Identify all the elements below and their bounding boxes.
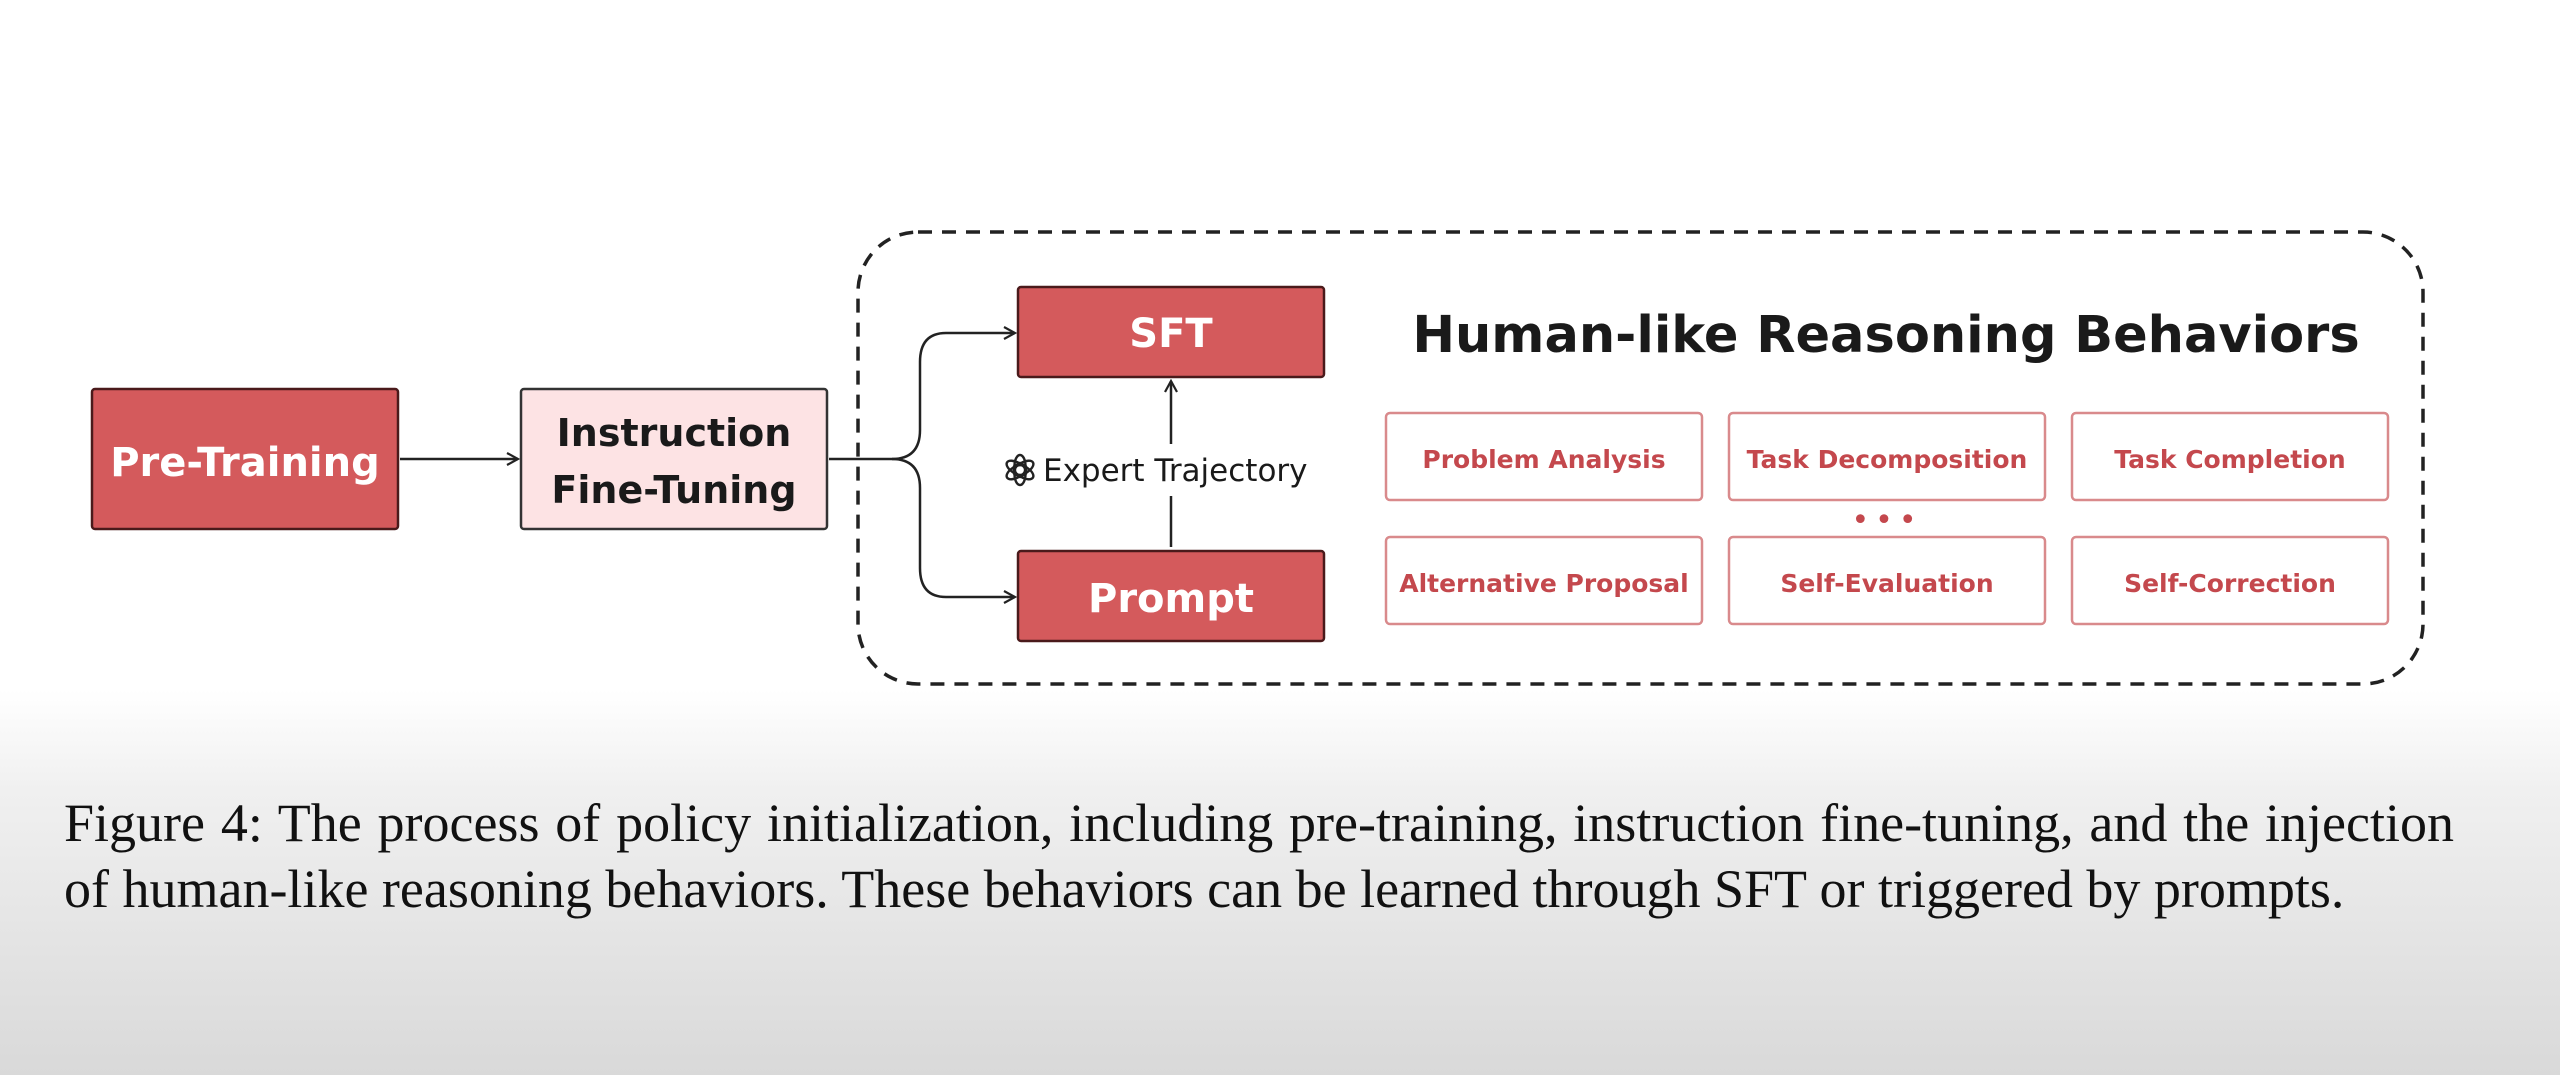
behavior-item-task-completion: Task Completion [2070, 411, 2390, 502]
instruction-label-line1: Instruction [557, 411, 792, 455]
behavior-label: Self-Correction [2124, 569, 2336, 598]
sft-label: SFT [1129, 311, 1213, 357]
pretraining-node: Pre-Training [90, 387, 400, 531]
behavior-item-self-correction: Self-Correction [2070, 535, 2390, 626]
behavior-item-task-decomposition: Task Decomposition [1727, 411, 2047, 502]
instruction-finetuning-node: Instruction Fine-Tuning [519, 387, 829, 531]
reasoning-panel-title: Human-like Reasoning Behaviors [1412, 306, 2359, 365]
behavior-label: Problem Analysis [1422, 445, 1665, 474]
behavior-item-alternative-proposal: Alternative Proposal [1384, 535, 1704, 626]
instruction-label-line2: Fine-Tuning [551, 468, 796, 512]
behavior-label: Alternative Proposal [1399, 569, 1689, 598]
sft-node: SFT [1016, 285, 1326, 379]
behavior-item-self-evaluation: Self-Evaluation [1727, 535, 2047, 626]
pretraining-label: Pre-Training [110, 440, 380, 486]
arrow-ift-to-prompt [891, 457, 1015, 597]
prompt-label: Prompt [1088, 576, 1254, 622]
arrow-ift-to-sft [829, 333, 1015, 461]
behavior-label: Task Completion [2114, 445, 2345, 474]
expert-trajectory-label: Expert Trajectory [1043, 453, 1308, 489]
behavior-label: Task Decomposition [1747, 445, 2028, 474]
behavior-ellipsis: ••• [1851, 503, 1922, 538]
reasoning-panel-border [856, 230, 2425, 686]
figure-caption: Figure 4: The process of policy initiali… [64, 793, 2454, 919]
policy-initialization-diagram: Pre-Training Instruction Fine-Tuning SFT… [90, 230, 2425, 686]
prompt-node: Prompt [1016, 549, 1326, 643]
openai-logo-icon [1005, 453, 1035, 487]
behavior-item-problem-analysis: Problem Analysis [1384, 411, 1704, 502]
behavior-label: Self-Evaluation [1780, 569, 1993, 598]
